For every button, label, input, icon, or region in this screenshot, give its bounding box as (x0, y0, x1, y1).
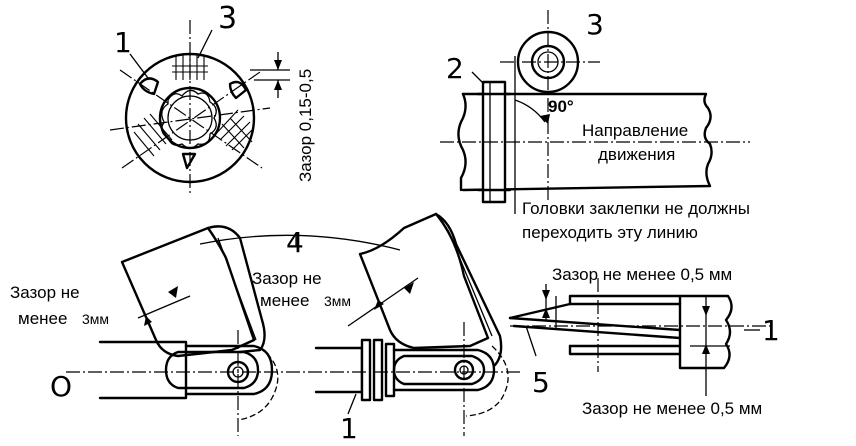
callout-1-top: 1 (114, 26, 132, 59)
gap-015-05-label: Зазор 0,15-0,5 (296, 69, 315, 182)
callout-3-top: 3 (218, 1, 237, 36)
callout-4: 4 (286, 226, 304, 259)
rail-side-view (440, 10, 750, 214)
callout-1-bottom-mid: 1 (340, 412, 358, 445)
round-section-view (109, 20, 290, 195)
gap-mid-value: 3мм (324, 293, 351, 309)
callout-1-right: 1 (762, 314, 780, 347)
clamp-detail (508, 278, 772, 396)
gap-right-bottom: Зазор не менее 0,5 мм (582, 399, 762, 418)
callout-O: O (50, 370, 72, 403)
rivet-label-line1: Головки заклепки не должны (522, 199, 750, 218)
gap-left-value: 3мм (82, 311, 109, 327)
gap-left-line2: менее (18, 309, 67, 328)
section-hatching (133, 54, 253, 157)
callout-3-right: 3 (586, 8, 604, 41)
link-assembly-left (98, 225, 279, 436)
callout-5: 5 (532, 366, 550, 399)
direction-label-line2: движения (598, 145, 675, 164)
gap-right-top: Зазор не менее 0,5 мм (552, 265, 732, 284)
gap-left-line1: Зазор не (10, 283, 80, 302)
direction-label-line1: Направление (582, 121, 688, 140)
angle-90-label: 90° (548, 97, 574, 116)
gap-mid-line2: менее (260, 291, 309, 310)
link-assembly-middle (314, 212, 509, 436)
gap-mid-line1: Зазор не (252, 269, 322, 288)
callout-2: 2 (446, 52, 464, 85)
rivet-label-line2: переходить эту линию (522, 223, 698, 242)
